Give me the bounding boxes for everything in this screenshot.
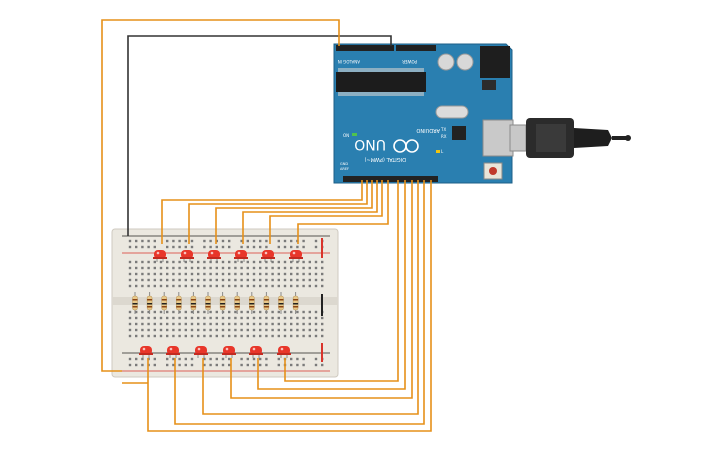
usb-cable[interactable] [509,118,631,158]
led[interactable] [277,346,291,358]
wire-top-4[interactable] [242,180,378,244]
led[interactable] [289,250,303,262]
wire-bottom-5[interactable] [174,180,425,425]
gnd-label: GND [340,162,348,166]
analog-power-header[interactable] [336,45,394,51]
resistor[interactable] [132,292,138,314]
resistors [132,292,299,314]
led[interactable] [234,250,248,262]
digital-header-top[interactable] [396,45,436,51]
wire-bottom-4[interactable] [202,180,419,415]
resistor[interactable] [205,292,211,314]
wire-top-2[interactable] [188,180,368,244]
on-led-label: ON [343,133,349,138]
arduino-logo-icon [393,139,419,153]
power-jack[interactable] [480,46,510,78]
wire-bottom-3[interactable] [230,180,413,399]
wire-bottom-6[interactable] [122,180,432,432]
led[interactable] [207,250,221,262]
resistor[interactable] [249,292,255,314]
led[interactable] [166,346,180,358]
tx-label: TX [440,127,446,132]
board-brand-label: ARDUINO [416,127,440,133]
resistor[interactable] [292,292,299,314]
wire-top-6[interactable] [297,180,389,244]
aref-label: AREF [340,167,349,171]
arduino-uno-board[interactable]: UNO ARDUINO ON TX RX L DIGITAL (PWM~) AN… [333,43,514,184]
led[interactable] [222,346,236,358]
wire-top-5[interactable] [269,180,383,244]
ground-wire[interactable] [127,35,392,236]
board-model-label: UNO [354,136,386,152]
resistor[interactable] [146,292,153,314]
led[interactable] [153,250,167,262]
wires [101,19,432,432]
resistor[interactable] [234,292,240,314]
wire-bottom-1[interactable] [284,180,399,382]
capacitor-2 [456,53,474,71]
digital-pwm-label: DIGITAL (PWM~) [364,156,406,162]
power-label: POWER [402,59,417,64]
resistor[interactable] [161,292,167,314]
led[interactable] [261,250,275,262]
digital-header[interactable] [343,176,438,182]
wire-top-1[interactable] [161,180,363,244]
led[interactable] [180,250,194,262]
led[interactable] [194,346,208,358]
resistor[interactable] [190,292,197,314]
led[interactable] [249,346,263,358]
rx-label: RX [441,134,447,139]
usb-port[interactable] [482,119,514,157]
wire-bottom-2[interactable] [257,180,406,390]
led[interactable] [139,346,153,358]
resistor[interactable] [176,292,182,314]
crystal-oscillator [435,105,469,119]
resistor[interactable] [263,292,270,314]
resistor[interactable] [219,292,226,314]
wire-top-3[interactable] [215,180,373,244]
microcontroller-chip [336,72,426,92]
capacitor-1 [437,53,455,71]
resistor[interactable] [278,292,284,314]
on-led [352,133,357,136]
power-wire[interactable] [101,19,340,372]
analog-in-label: ANALOG IN [338,59,360,64]
l-label: L [441,149,444,154]
leds [139,250,303,358]
